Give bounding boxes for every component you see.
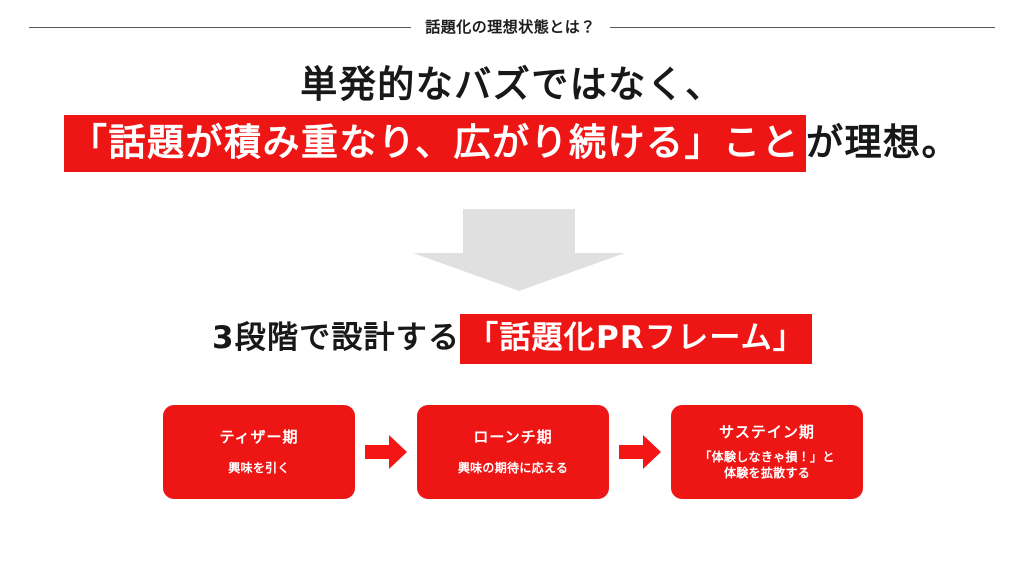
phase-description-line: 興味の期待に応える [457,460,569,475]
header-rule-right [609,26,995,28]
arrow-down-icon [413,209,625,291]
phase-description: 「体験しなきゃ損！」と 体験を拡散する [699,449,834,481]
subheadline-lead: 3段階で設計する [211,320,461,356]
headline-line-1: 単発的なバズではなく、 [300,63,724,106]
phase-box-sustain[interactable]: サステイン期 「体験しなきゃ損！」と 体験を拡散する [671,405,863,499]
phase-box-teaser[interactable]: ティザー期 興味を引く [163,405,355,499]
headline-block: 単発的なバズではなく、 「話題が積み重なり、広がり続ける」ことが理想。 [0,62,1024,173]
arrow-right-icon [619,435,661,469]
subheadline-block: 3段階で設計する「話題化PRフレーム」 [0,314,1024,364]
phase-description-line: 体験を拡散する [723,466,811,480]
headline-tail: が理想。 [806,121,961,165]
arrow-right-icon [365,435,407,469]
phase-description: 興味の期待に応える [458,460,568,476]
phase-title: サステイン期 [719,422,815,441]
phase-description: 興味を引く [228,460,290,476]
phase-flow: ティザー期 興味を引く ローンチ期 興味の期待に応える サステイン期 「体験し [163,405,863,499]
headline-highlight: 「話題が積み重なり、広がり続ける」こと [63,115,807,173]
phase-description-line: 興味を引く [228,460,290,475]
eyebrow-title: 話題化の理想状態とは？ [425,17,596,36]
phase-box-launch[interactable]: ローンチ期 興味の期待に応える [417,405,609,499]
headline-line-2: 「話題が積み重なり、広がり続ける」ことが理想。 [0,115,1024,173]
phase-title: ローンチ期 [473,427,553,446]
subheadline-highlight: 「話題化PRフレーム」 [460,314,813,364]
header-rule-left [29,26,412,28]
phase-description-line: 「体験しなきゃ損！」と [699,449,835,464]
phase-title: ティザー期 [219,427,299,446]
eyebrow-header: 話題化の理想状態とは？ [0,12,1024,42]
